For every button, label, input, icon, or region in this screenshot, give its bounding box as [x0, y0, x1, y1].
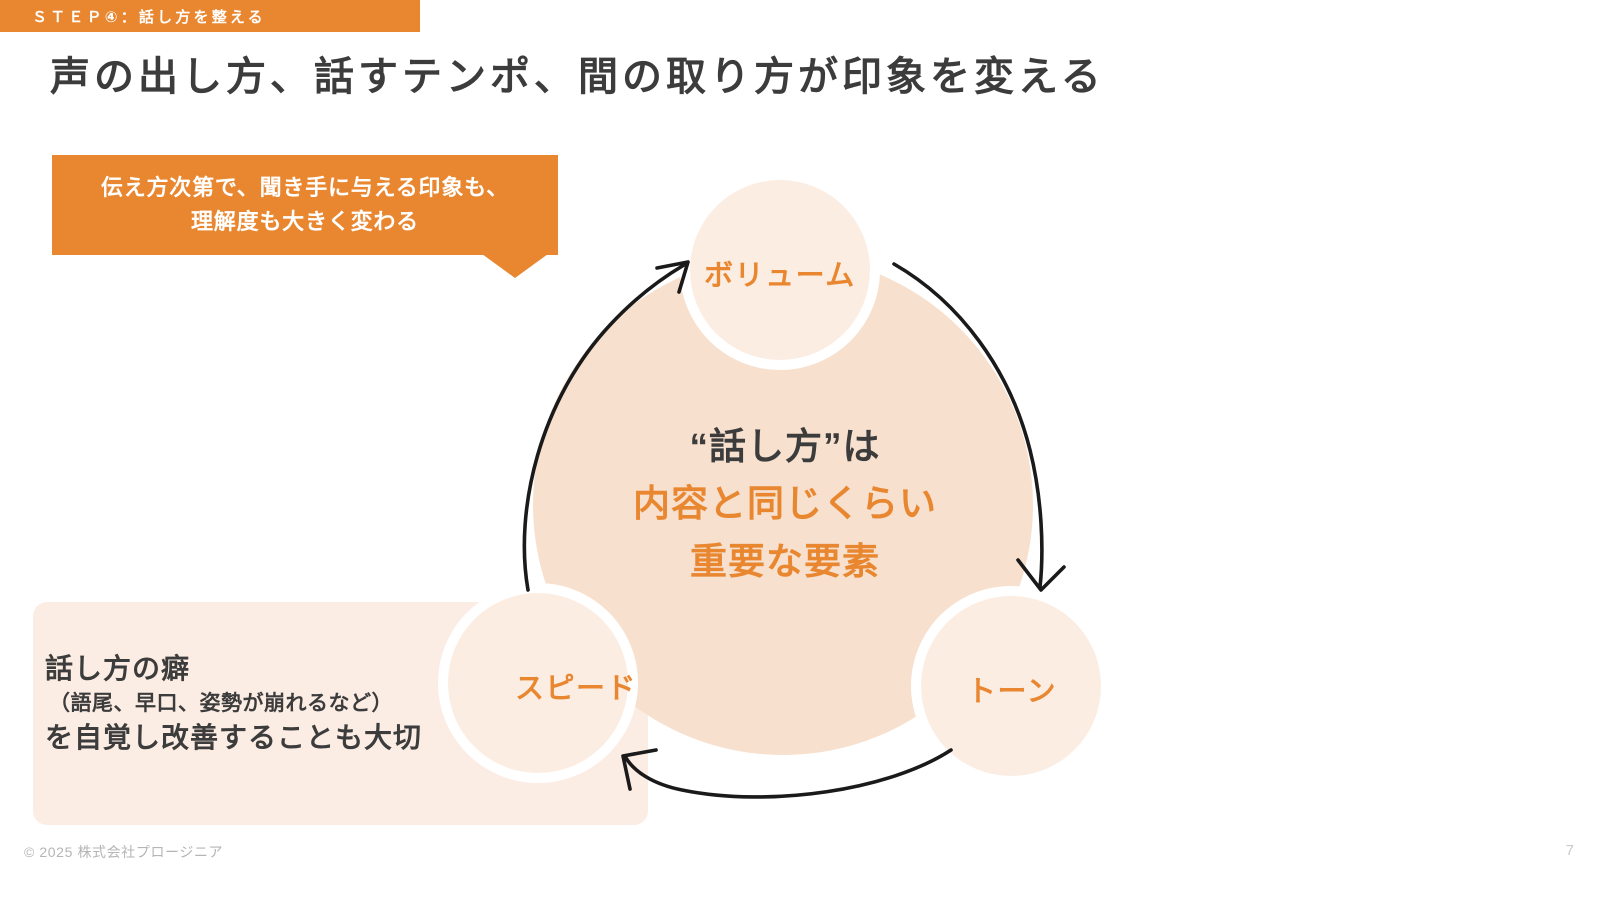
- step-badge: ＳＴＥＰ④：話し方を整える: [0, 0, 420, 32]
- page-title: 声の出し方、話すテンポ、間の取り方が印象を変える: [50, 55, 1105, 99]
- arrow-volume-to-tone: [892, 262, 1066, 592]
- callout-line-1: 伝え方次第で、聞き手に与える印象も、: [100, 174, 510, 200]
- step-badge-label: ＳＴＥＰ④：話し方を整える: [32, 8, 266, 26]
- core-line-3: 重要な要素: [690, 540, 880, 582]
- cycle-diagram-graphics: [438, 170, 1111, 799]
- core-line-2: 内容と同じくらい: [633, 483, 937, 525]
- node-label-speed: スピード: [514, 673, 637, 705]
- core-text: “話し方”は 内容と同じくらい 重要な要素: [560, 418, 1010, 590]
- speed-circle: [448, 593, 628, 773]
- callout-tail: [482, 254, 548, 278]
- callout-box: 伝え方次第で、聞き手に与える印象も、 理解度も大きく変わる: [52, 155, 558, 255]
- node-label-volume: ボリューム: [704, 260, 856, 292]
- info-panel-line-1: 話し方の癖: [45, 653, 191, 684]
- info-panel-line-3: を自覚し改善することも大切: [45, 722, 423, 754]
- arrow-speed-to-volume: [522, 260, 690, 592]
- footer-copyright: © 2025 株式会社プロージニア: [24, 844, 224, 860]
- callout-line-2: 理解度も大きく変わる: [190, 209, 419, 234]
- core-line-1: “話し方”は: [689, 426, 881, 467]
- cycle-diagram: “話し方”は 内容と同じくらい 重要な要素 ボリューム トーン スピード: [430, 150, 1170, 810]
- core-circle: [533, 255, 1033, 755]
- node-label-tone: トーン: [966, 676, 1058, 708]
- footer-page-number: 7: [1565, 842, 1574, 859]
- tone-circle: [921, 596, 1101, 776]
- info-panel-line-2: （語尾、早口、姿勢が崩れるなど）: [49, 691, 393, 715]
- arrow-tone-to-speed: [621, 748, 953, 799]
- volume-circle: [690, 180, 870, 360]
- info-panel-text: 話し方の癖 （語尾、早口、姿勢が崩れるなど） を自覚し改善することも大切: [45, 650, 515, 757]
